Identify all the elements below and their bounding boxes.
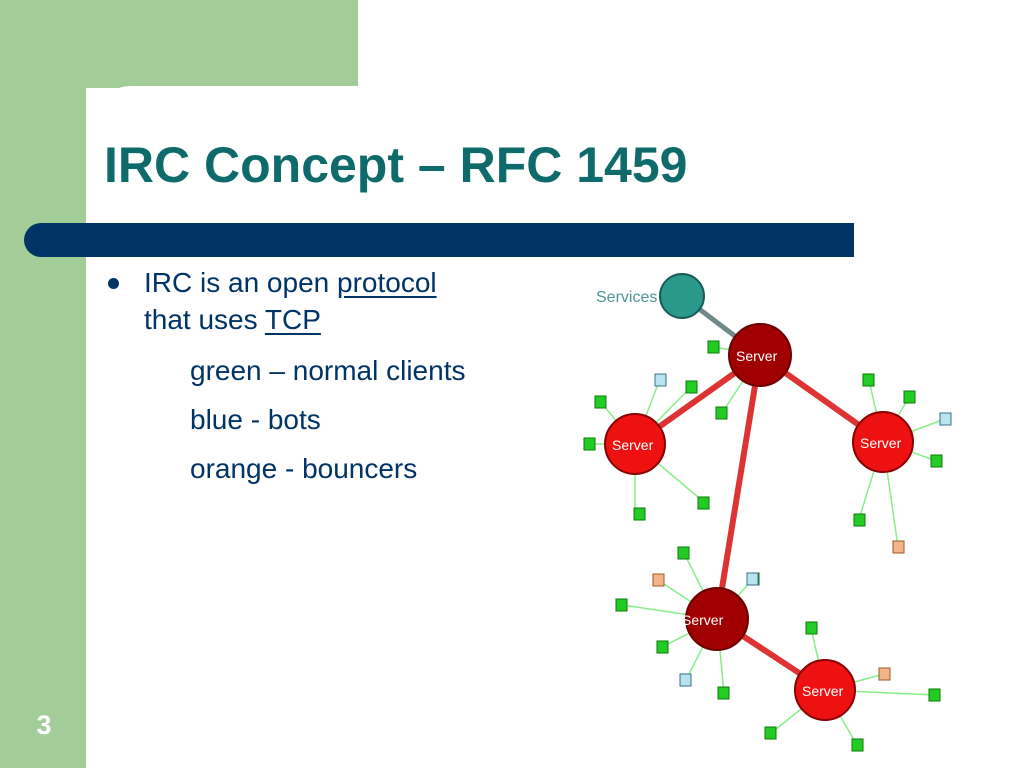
- normal-clients: [583, 340, 943, 752]
- protocol-link[interactable]: protocol: [337, 267, 437, 298]
- normal-client-node: [764, 726, 777, 740]
- normal-client-node: [903, 390, 916, 404]
- server-label: Server: [802, 683, 844, 699]
- irc-network-diagram: Services Server Server Server Server Ser…: [583, 273, 952, 752]
- normal-client-node: [677, 546, 690, 560]
- client-links: [590, 346, 946, 746]
- server-node: Server: [794, 659, 856, 721]
- bouncer-node: [878, 667, 891, 681]
- normal-client-node: [707, 340, 720, 354]
- bouncer-node: [892, 540, 905, 554]
- normal-client-node: [930, 454, 943, 468]
- services-node: Services: [596, 273, 705, 319]
- services-label: Services: [596, 289, 657, 306]
- page-number: 3: [36, 710, 52, 740]
- normal-client-node: [697, 496, 710, 510]
- title-underline-bar: [24, 223, 854, 257]
- normal-client-node: [853, 513, 866, 527]
- server-label: Server: [736, 348, 778, 364]
- tcp-link[interactable]: TCP: [264, 304, 321, 335]
- server-circle: [685, 587, 749, 651]
- legend-normal-clients: green – normal clients: [190, 355, 466, 386]
- green-left-band: [0, 0, 86, 768]
- normal-client-node: [862, 373, 875, 387]
- services-circle: [659, 273, 705, 319]
- normal-client-node: [583, 437, 596, 451]
- bot-node: [654, 373, 667, 387]
- server-node: Server: [682, 587, 749, 651]
- normal-client-node: [656, 640, 669, 654]
- normal-client-node: [928, 688, 941, 702]
- bots: [654, 373, 952, 687]
- bot-node: [746, 572, 759, 586]
- bullet-text-part: that uses: [144, 304, 265, 335]
- server-circle: [794, 659, 856, 721]
- bullet-text-part: IRC is an open: [144, 267, 337, 298]
- server-node: Server: [604, 413, 666, 475]
- legend-bouncers: orange - bouncers: [190, 453, 418, 484]
- bullet-dot-icon: [108, 278, 119, 289]
- bouncer-node: [652, 573, 665, 587]
- normal-client-node: [851, 738, 864, 752]
- bouncers: [652, 540, 905, 681]
- server-circle: [728, 323, 792, 387]
- server-circle: [604, 413, 666, 475]
- bot-node: [679, 673, 692, 687]
- normal-client-node: [805, 621, 818, 635]
- normal-client-node: [685, 380, 698, 394]
- server-circle: [852, 411, 914, 473]
- bullet-list: IRC is an open protocol that uses TCP gr…: [104, 264, 564, 493]
- normal-client-node: [717, 686, 730, 700]
- server-node: Server: [728, 323, 792, 387]
- normal-client-node: [594, 395, 607, 409]
- bot-node: [939, 412, 952, 426]
- normal-client-node: [715, 406, 728, 420]
- legend-bots: blue - bots: [190, 404, 321, 435]
- server-node: Server: [852, 411, 914, 473]
- server-label: Server: [860, 435, 902, 451]
- slide-title: IRC Concept – RFC 1459: [104, 137, 688, 193]
- normal-client-node: [633, 507, 646, 521]
- bullet-item: IRC is an open protocol that uses TCP: [104, 264, 564, 338]
- server-label: Server: [682, 612, 724, 628]
- normal-client-node: [615, 598, 628, 612]
- server-label: Server: [612, 437, 654, 453]
